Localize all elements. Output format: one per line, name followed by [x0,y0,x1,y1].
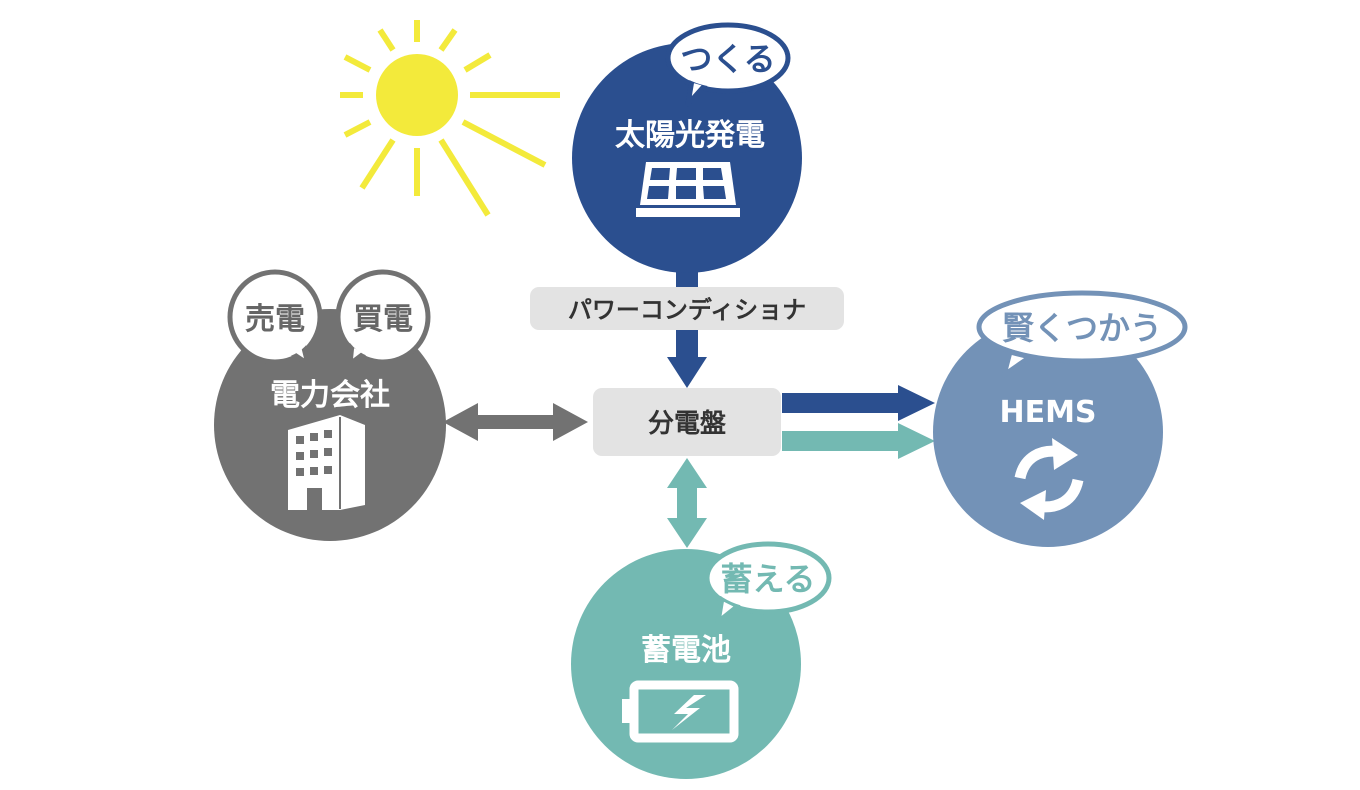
sell-power-bubble: 売電 [227,269,323,367]
solar-panel-icon [636,162,740,217]
battery-title: 蓄電池 [641,633,731,668]
buy-power-bubble: 買電 [335,269,431,367]
power-conditioner-label: パワーコンディショナ [568,296,806,324]
solar-bubble-text: つくる [680,40,775,78]
board-to-hems-navy-arrow [782,385,935,421]
hems-title: HEMS [999,395,1096,430]
battery-charging-icon [622,680,739,743]
hems-speech-bubble: 賢くつかう [976,290,1188,378]
company-board-double-arrow [443,403,588,441]
solar-node: つくる 太陽光発電 [572,22,802,273]
building-icon [288,415,365,510]
hems-bubble-text: 賢くつかう [1002,309,1162,347]
distribution-board-box: 分電盤 [593,388,781,456]
power-company-title: 電力会社 [270,378,390,413]
sell-power-text: 売電 [245,302,305,337]
battery-node: 蓄える 蓄電池 [571,541,832,779]
solar-speech-bubble: つくる [665,22,791,107]
solar-title: 太陽光発電 [615,118,765,153]
board-battery-double-arrow [667,458,707,548]
battery-speech-bubble: 蓄える [704,541,832,625]
battery-bubble-text: 蓄える [720,560,815,598]
hems-node: 賢くつかう HEMS [933,290,1188,547]
conditioner-to-board-arrow [667,330,707,388]
sun-icon [340,20,560,217]
power-conditioner-box: パワーコンディショナ [530,287,844,330]
distribution-board-label: 分電盤 [648,409,727,439]
board-to-hems-teal-arrow [782,423,935,459]
buy-power-text: 買電 [353,302,413,337]
power-company-node: 売電 買電 電力会社 [214,269,446,541]
